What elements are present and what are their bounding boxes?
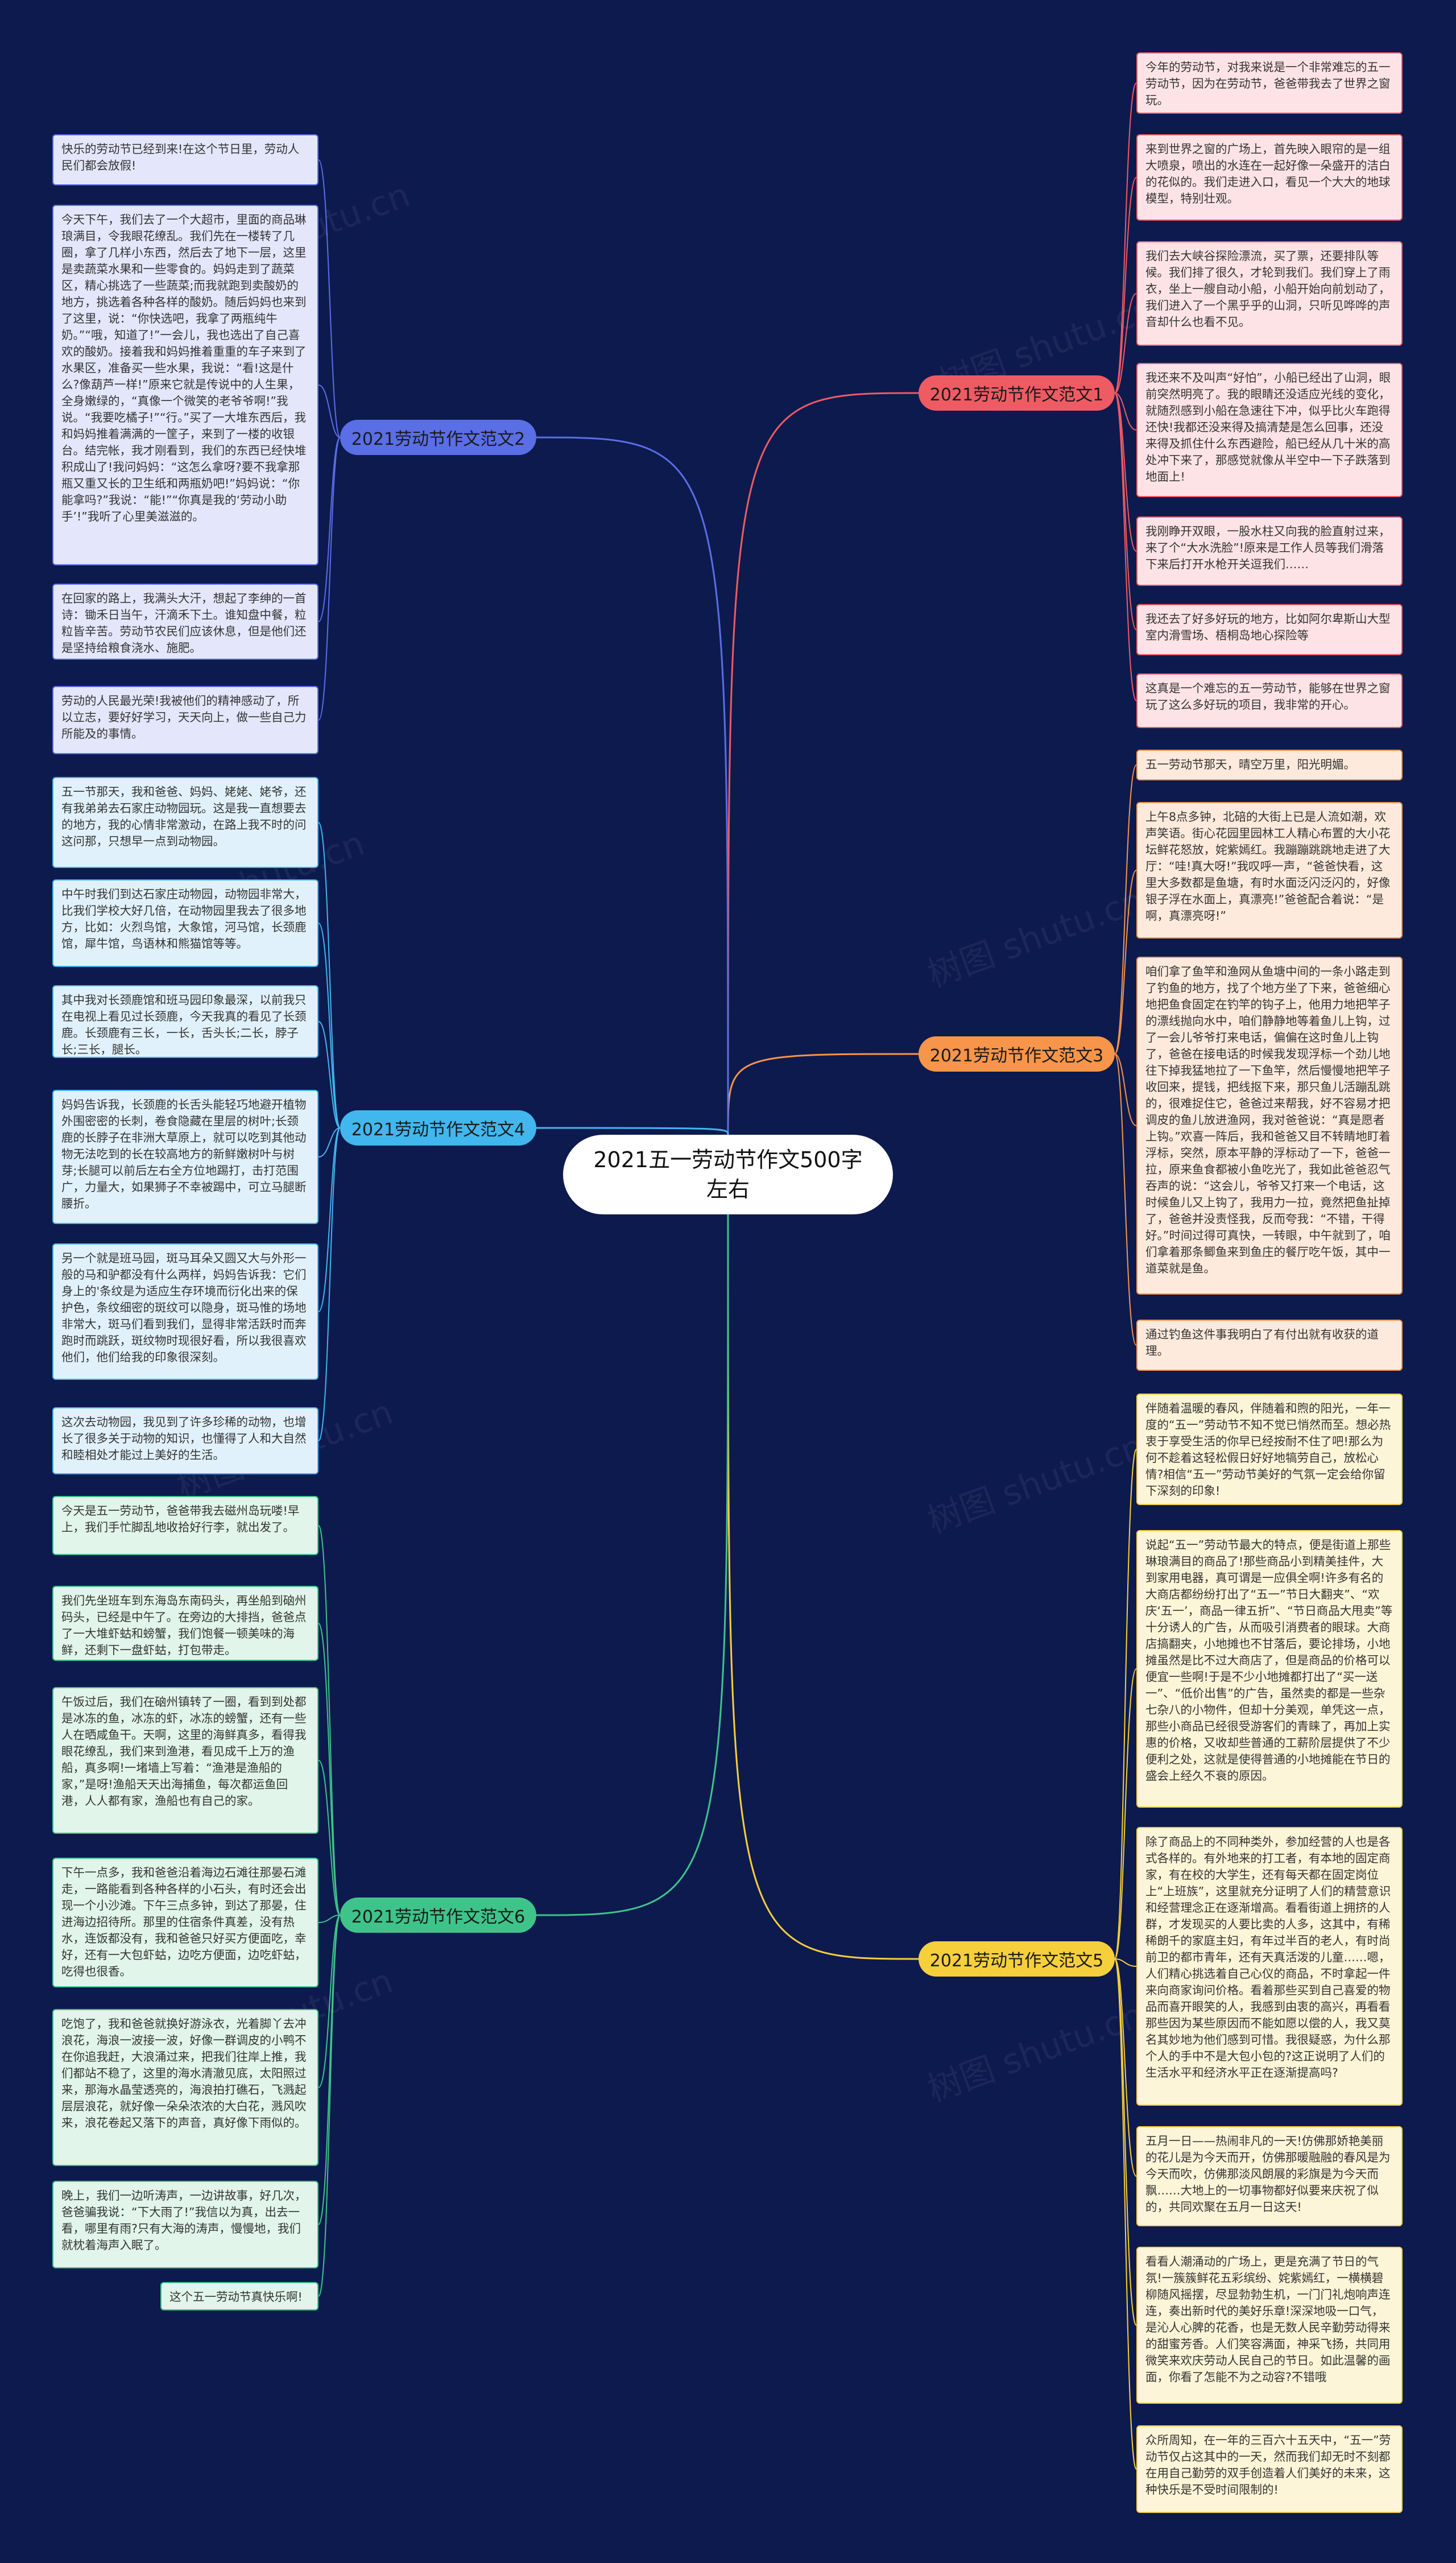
leaf-text: 五一节那天，我和爸爸、妈妈、姥姥、姥爷，还有我弟弟去石家庄动物园玩。这是我一直想… bbox=[52, 777, 318, 868]
branch-topic-2[interactable]: 2021劳动节作文范文2 bbox=[340, 420, 536, 455]
central-topic[interactable]: 2021五一劳动节作文500字左右 bbox=[563, 1135, 893, 1214]
leaf-text: 众所周知，在一年的三百六十五天中，“五一”劳动节仅占这其中的一天，然而我们却无时… bbox=[1136, 2425, 1403, 2513]
leaf-text: 我刚睁开双眼，一股水柱又向我的脸直射过来，来了个“大水洗脸”!原来是工作人员等我… bbox=[1136, 516, 1403, 586]
leaf-text: 我们先坐班车到东海岛东南码头，再坐船到硇州码头，已经是中午了。在旁边的大排挡，爸… bbox=[52, 1586, 318, 1661]
leaf-text: 我还来不及叫声“好怕”，小船已经出了山洞，眼前突然明亮了。我的眼睛还没适应光线的… bbox=[1136, 363, 1403, 497]
leaf-text: 中午时我们到达石家庄动物园，动物园非常大，比我们学校大好几倍，在动物园里我去了很… bbox=[52, 879, 318, 967]
leaf-text: 这真是一个难忘的五一劳动节，能够在世界之窗玩了这么多好玩的项目，我非常的开心。 bbox=[1136, 673, 1403, 728]
leaf-text: 看看人潮涌动的广场上，更是充满了节日的气氛!一簇簇鲜花五彩缤纷、姹紫嫣红，一横横… bbox=[1136, 2247, 1403, 2404]
leaf-text: 伴随着温暖的春风，伴随着和煦的阳光，一年一度的“五一”劳动节不知不觉已悄然而至。… bbox=[1136, 1394, 1403, 1505]
leaf-text: 午饭过后，我们在硇州镇转了一圈，看到到处都是冰冻的鱼，冰冻的虾，冰冻的螃蟹，还有… bbox=[52, 1687, 318, 1834]
leaf-text: 五一劳动节那天，晴空万里，阳光明媚。 bbox=[1136, 750, 1403, 780]
branch-topic-3[interactable]: 2021劳动节作文范文3 bbox=[919, 1036, 1115, 1072]
leaf-text: 咱们拿了鱼竿和渔网从鱼塘中间的一条小路走到了钓鱼的地方，找了个地方坐了下来，爸爸… bbox=[1136, 957, 1403, 1295]
branch-topic-6[interactable]: 2021劳动节作文范文6 bbox=[340, 1898, 536, 1933]
leaf-text: 今天是五一劳动节，爸爸带我去磁州岛玩喽!早上，我们手忙脚乱地收拾好行李，就出发了… bbox=[52, 1496, 318, 1555]
leaf-text: 今天下午，我们去了一个大超市，里面的商品琳琅满目，令我眼花缭乱。我们先在一楼转了… bbox=[52, 205, 318, 565]
leaf-text: 劳动的人民最光荣!我被他们的精神感动了，所以立志，要好好学习，天天向上，做一些自… bbox=[52, 686, 318, 754]
branch-topic-1[interactable]: 2021劳动节作文范文1 bbox=[919, 375, 1115, 411]
leaf-text: 说起“五一”劳动节最大的特点，便是街道上那些琳琅满目的商品了!那些商品小到精美挂… bbox=[1136, 1530, 1403, 1808]
leaf-text: 在回家的路上，我满头大汗，想起了李绅的一首诗：锄禾日当午，汗滴禾下土。谁知盘中餐… bbox=[52, 584, 318, 660]
leaf-text: 晚上，我们一边听涛声，一边讲故事，好几次，爸爸骗我说：“下大雨了!”我信以为真，… bbox=[52, 2181, 318, 2268]
leaf-text: 下午一点多，我和爸爸沿着海边石滩往那晏石滩走，一路能看到各种各样的小石头，有时还… bbox=[52, 1858, 318, 1987]
branch-topic-4[interactable]: 2021劳动节作文范文4 bbox=[340, 1110, 536, 1146]
leaf-text: 这个五一劳动节真快乐啊! bbox=[160, 2282, 318, 2310]
leaf-text: 通过钓鱼这件事我明白了有付出就有收获的道理。 bbox=[1136, 1320, 1403, 1371]
leaf-text: 吃饱了，我和爸爸就换好游泳衣，光着脚丫去冲浪花，海浪一波接一波，好像一群调皮的小… bbox=[52, 2009, 318, 2166]
leaf-text: 五月一日——热闹非凡的一天!仿佛那娇艳美丽的花儿是为今天而开，仿佛那暖融融的春风… bbox=[1136, 2126, 1403, 2226]
leaf-text: 快乐的劳动节已经到来!在这个节日里，劳动人民们都会放假! bbox=[52, 134, 318, 185]
leaf-text: 妈妈告诉我，长颈鹿的长舌头能轻巧地避开植物外围密密的长刺，卷食隐藏在里层的树叶;… bbox=[52, 1090, 318, 1224]
leaf-text: 来到世界之窗的广场上，首先映入眼帘的是一组大喷泉，喷出的水连在一起好像一朵盛开的… bbox=[1136, 134, 1403, 221]
leaf-text: 这次去动物园，我见到了许多珍稀的动物，也增长了很多关于动物的知识，也懂得了人和大… bbox=[52, 1407, 318, 1474]
leaf-text: 今年的劳动节，对我来说是一个非常难忘的五一劳动节，因为在劳动节，爸爸带我去了世界… bbox=[1136, 52, 1403, 114]
leaf-text: 我还去了好多好玩的地方，比如阿尔卑斯山大型室内滑雪场、梧桐岛地心探险等 bbox=[1136, 604, 1403, 655]
leaf-text: 上午8点多钟，北碚的大街上已是人流如潮，欢声笑语。街心花园里园林工人精心布置的大… bbox=[1136, 802, 1403, 939]
leaf-text: 除了商品上的不同种类外，参加经营的人也是各式各样的。有外地来的打工者，有本地的固… bbox=[1136, 1827, 1403, 2106]
branch-topic-5[interactable]: 2021劳动节作文范文5 bbox=[919, 1941, 1115, 1977]
leaf-text: 其中我对长颈鹿馆和班马园印象最深，以前我只在电视上看见过长颈鹿，今天我真的看见了… bbox=[52, 985, 318, 1058]
leaf-text: 我们去大峡谷探险漂流，买了票，还要排队等候。我们排了很久，才轮到我们。我们穿上了… bbox=[1136, 241, 1403, 346]
leaf-text: 另一个就是班马园，斑马耳朵又圆又大与外形一般的马和驴都没有什么两样，妈妈告诉我：… bbox=[52, 1243, 318, 1380]
